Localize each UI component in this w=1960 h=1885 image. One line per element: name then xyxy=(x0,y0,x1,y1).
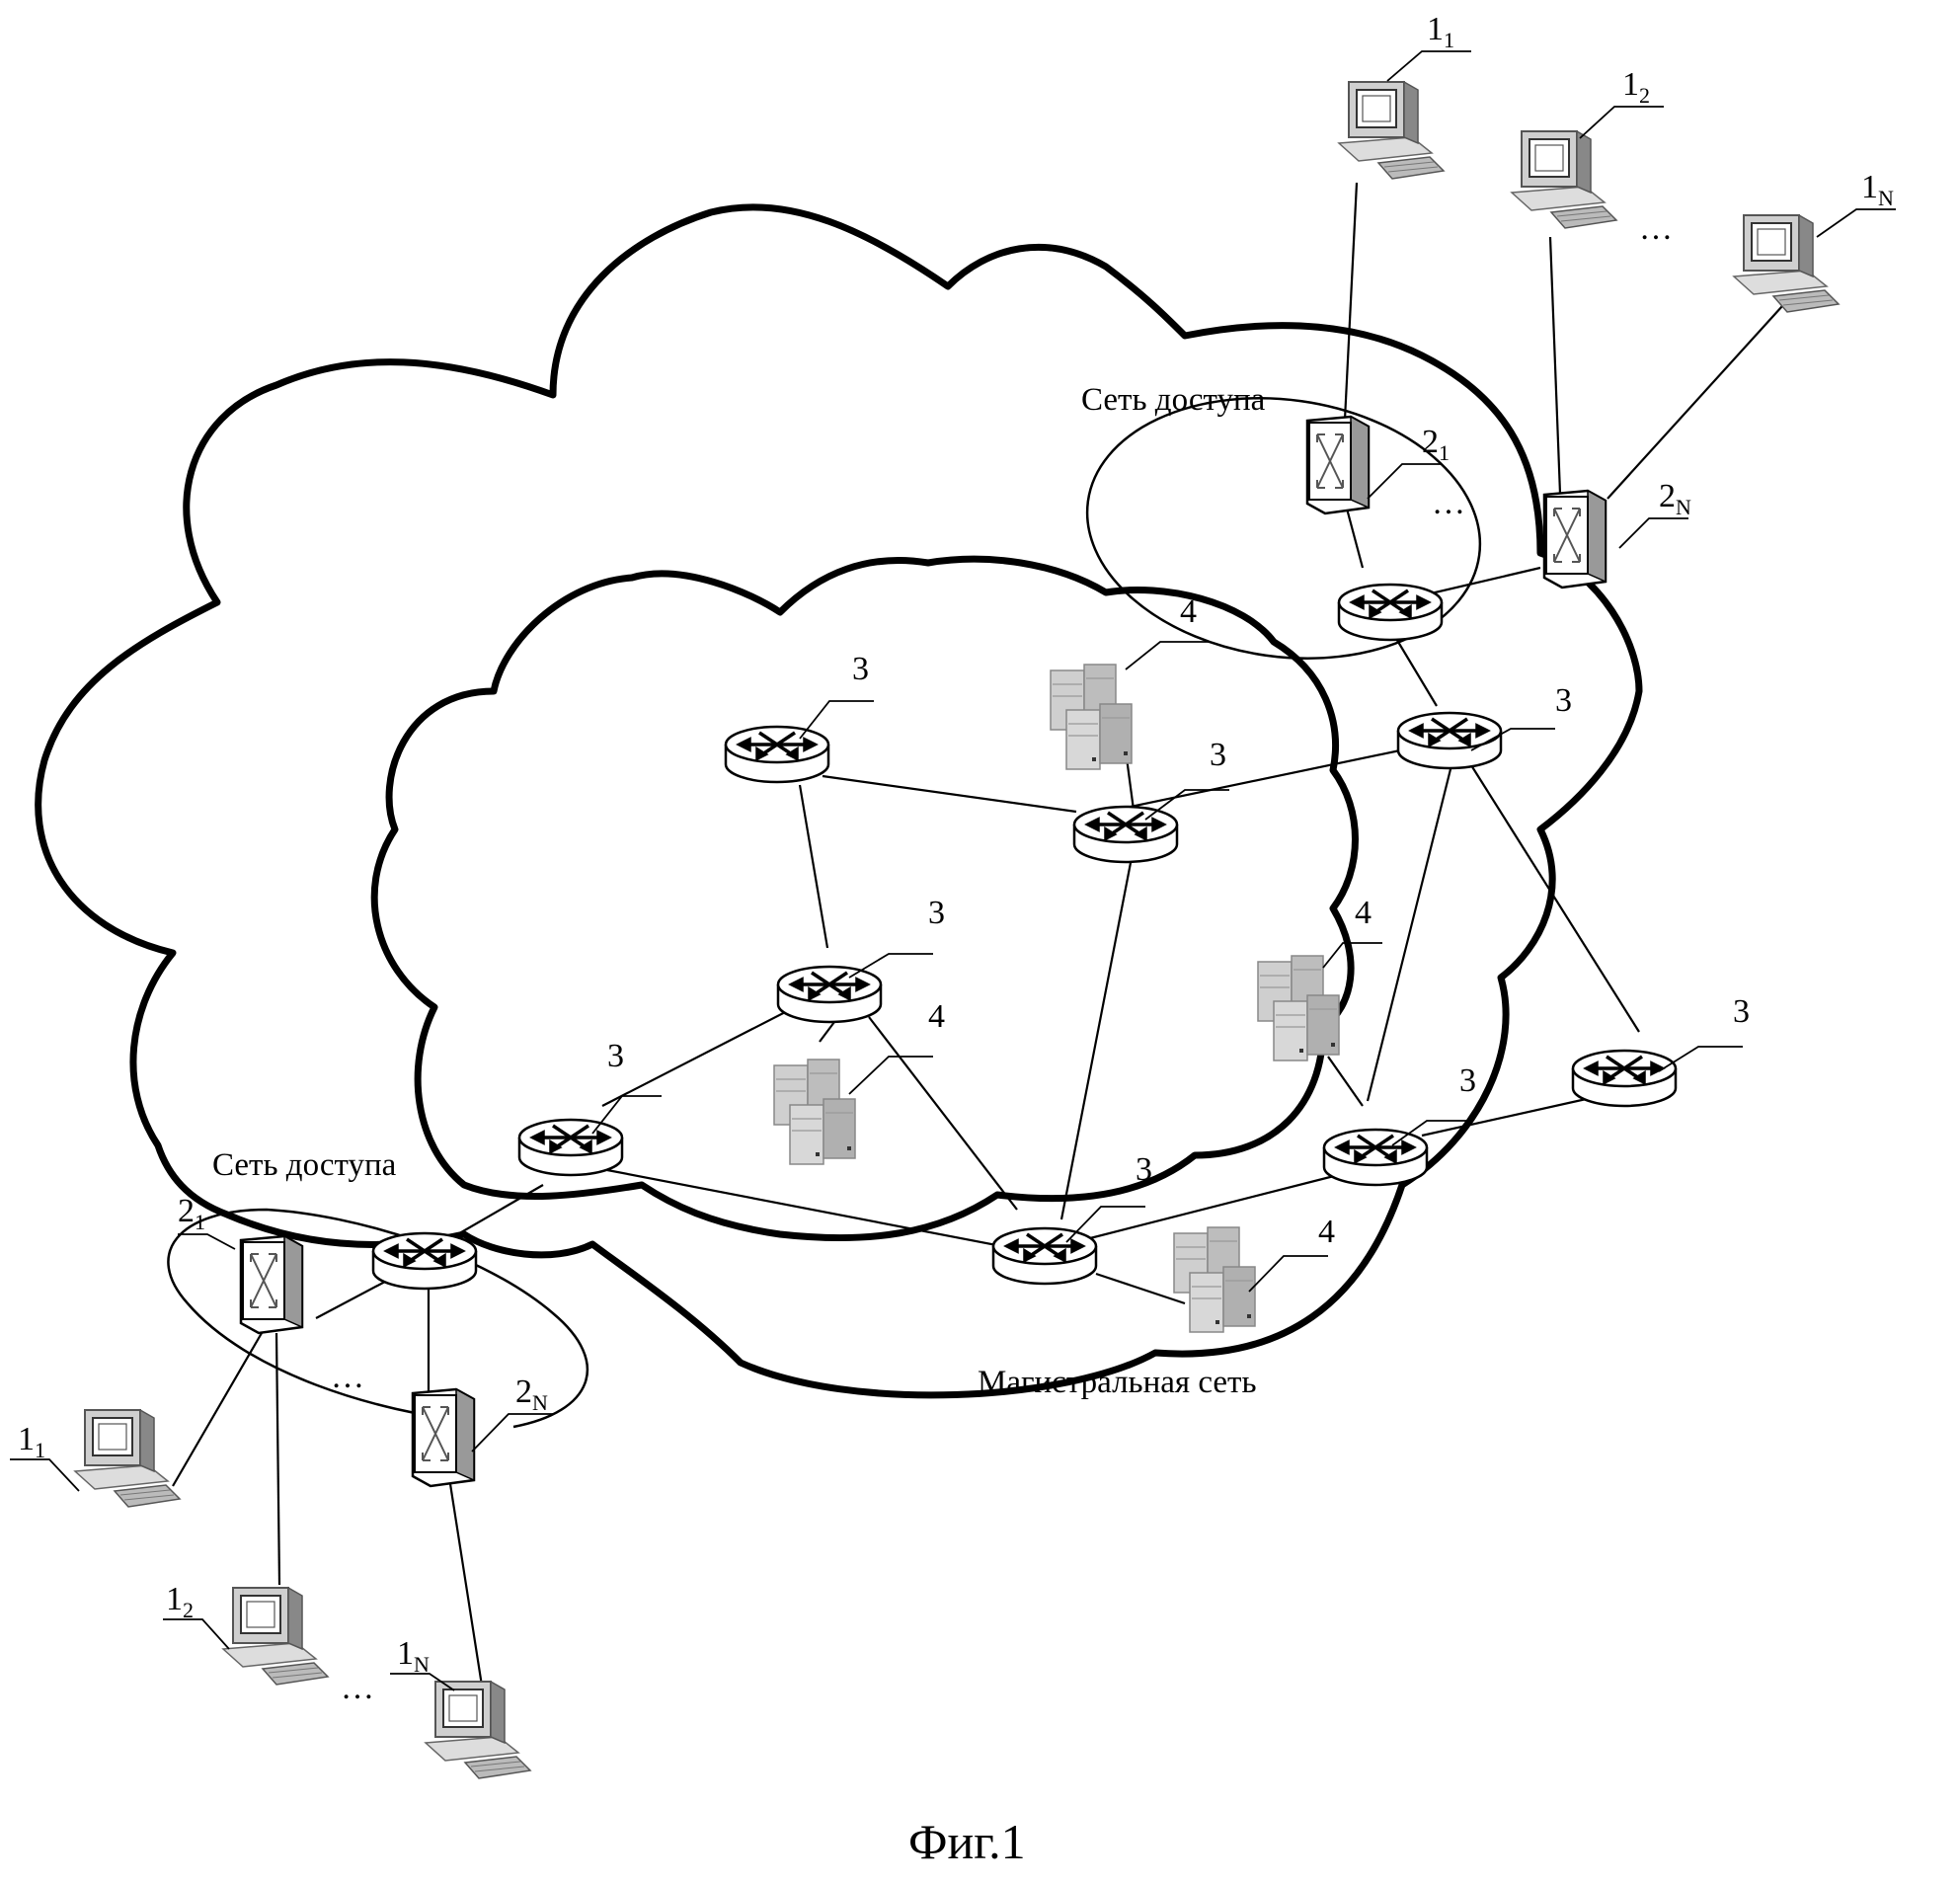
label-router: 3 xyxy=(1733,993,1750,1030)
router-icon xyxy=(1322,1128,1429,1187)
switch-icon xyxy=(1542,489,1607,589)
router-icon xyxy=(991,1226,1098,1286)
pc-icon xyxy=(222,1587,329,1686)
label-router: 3 xyxy=(1555,682,1572,719)
label-terminal-1-top: 11 xyxy=(1427,11,1454,52)
backbone-cloud xyxy=(370,555,1359,1242)
pc-icon xyxy=(1733,214,1840,313)
figure-caption: Фиг.1 xyxy=(908,1814,1026,1869)
router-icon xyxy=(1571,1049,1678,1108)
server-icon xyxy=(1257,955,1340,1061)
label-router: 3 xyxy=(1459,1062,1476,1099)
region-label-backbone: Магистральная сеть xyxy=(978,1365,1257,1400)
switch-icon xyxy=(239,1234,304,1335)
server-icon xyxy=(773,1059,856,1165)
label-switch-1-bottom: 21 xyxy=(178,1193,205,1234)
ellipsis: … xyxy=(1639,210,1673,247)
label-terminal-2-top: 12 xyxy=(1622,66,1650,108)
label-router: 3 xyxy=(1136,1151,1152,1188)
server-icon xyxy=(1173,1226,1256,1333)
label-terminal-1-bottom: 11 xyxy=(18,1421,45,1462)
access-network-bottom-ellipse xyxy=(167,1208,589,1429)
server-icon xyxy=(1050,664,1133,770)
label-router: 3 xyxy=(1210,737,1226,773)
outer-cloud xyxy=(35,203,1643,1399)
label-server: 4 xyxy=(1180,593,1197,630)
label-switch-n-bottom: 2N xyxy=(515,1374,548,1415)
router-icon xyxy=(776,965,883,1024)
server-labels: 4 4 4 4 xyxy=(928,593,1372,1250)
leader-lines xyxy=(10,50,1896,1691)
switch-icon xyxy=(1305,415,1371,515)
label-switch-1-top: 21 xyxy=(1422,424,1450,465)
pc-icon xyxy=(1338,81,1445,180)
ellipsis-marks: … … … … xyxy=(331,210,1673,1706)
access-network-top-ellipse xyxy=(1085,397,1482,660)
pc-icon xyxy=(1511,130,1617,229)
router-labels: 3 3 3 3 3 3 3 3 xyxy=(607,651,1750,1188)
label-switch-n-top: 2N xyxy=(1659,478,1691,519)
ellipsis: … xyxy=(1432,485,1465,521)
switch-icon xyxy=(411,1387,476,1488)
pc-icon xyxy=(425,1681,531,1779)
label-server: 4 xyxy=(1318,1214,1335,1250)
pc-icon xyxy=(74,1409,181,1508)
label-router: 3 xyxy=(928,895,945,931)
routers xyxy=(371,583,1678,1291)
router-icon xyxy=(517,1118,624,1177)
router-icon xyxy=(1396,711,1503,770)
switch-labels: 21 2N 21 2N xyxy=(178,424,1691,1415)
label-terminal-n-top: 1N xyxy=(1861,169,1894,210)
label-server: 4 xyxy=(1355,895,1372,931)
label-router: 3 xyxy=(852,651,869,687)
terminal-labels: 11 12 1N 11 12 1N xyxy=(18,11,1894,1677)
access-switches xyxy=(239,415,1607,1488)
ellipsis: … xyxy=(331,1359,364,1395)
router-icon xyxy=(371,1231,478,1291)
router-icon xyxy=(1337,583,1444,642)
label-terminal-n-bottom: 1N xyxy=(397,1635,430,1677)
router-icon xyxy=(1072,805,1179,864)
label-server: 4 xyxy=(928,998,945,1035)
router-icon xyxy=(724,725,830,784)
region-label-access-top: Сеть доступа xyxy=(1081,382,1266,418)
label-router: 3 xyxy=(607,1038,624,1074)
region-label-access-bottom: Сеть доступа xyxy=(212,1147,397,1183)
ellipsis: … xyxy=(341,1670,374,1706)
label-terminal-2-bottom: 12 xyxy=(166,1581,194,1622)
